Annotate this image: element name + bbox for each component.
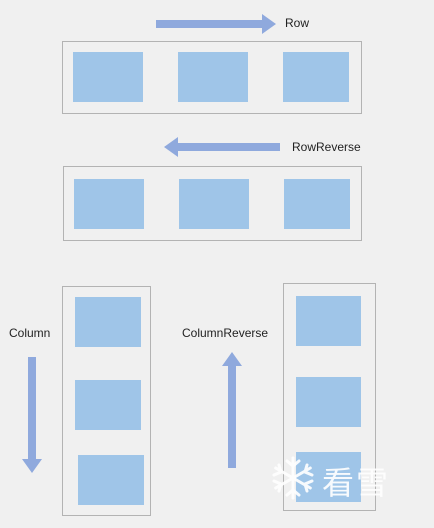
- column-reverse-label: ColumnReverse: [182, 326, 269, 340]
- column-reverse-item-1: [296, 296, 361, 346]
- row-item-3: [283, 52, 349, 102]
- row-arrow: [156, 14, 276, 34]
- watermark-text: 看雪: [322, 464, 391, 502]
- row-reverse-container: [63, 166, 362, 241]
- row-container: [62, 41, 362, 114]
- snowflake-icon: [272, 456, 314, 500]
- column-reverse-item-2: [296, 377, 361, 427]
- row-reverse-item-1: [74, 179, 144, 229]
- row-reverse-item-2: [179, 179, 249, 229]
- row-item-1: [73, 52, 143, 102]
- column-item-1: [75, 297, 141, 347]
- column-reverse-arrow: [222, 352, 242, 468]
- column-item-2: [75, 380, 141, 430]
- row-reverse-item-3: [284, 179, 350, 229]
- row-reverse-label: RowReverse: [292, 140, 361, 154]
- row-label: Row: [285, 16, 310, 30]
- column-label: Column: [9, 326, 51, 340]
- column-reverse-item-3: [296, 452, 361, 502]
- row-reverse-arrow: [164, 137, 280, 157]
- row-item-2: [178, 52, 248, 102]
- column-arrow: [22, 357, 42, 473]
- column-container: [62, 286, 151, 516]
- column-reverse-container: [283, 283, 376, 511]
- column-item-3: [78, 455, 144, 505]
